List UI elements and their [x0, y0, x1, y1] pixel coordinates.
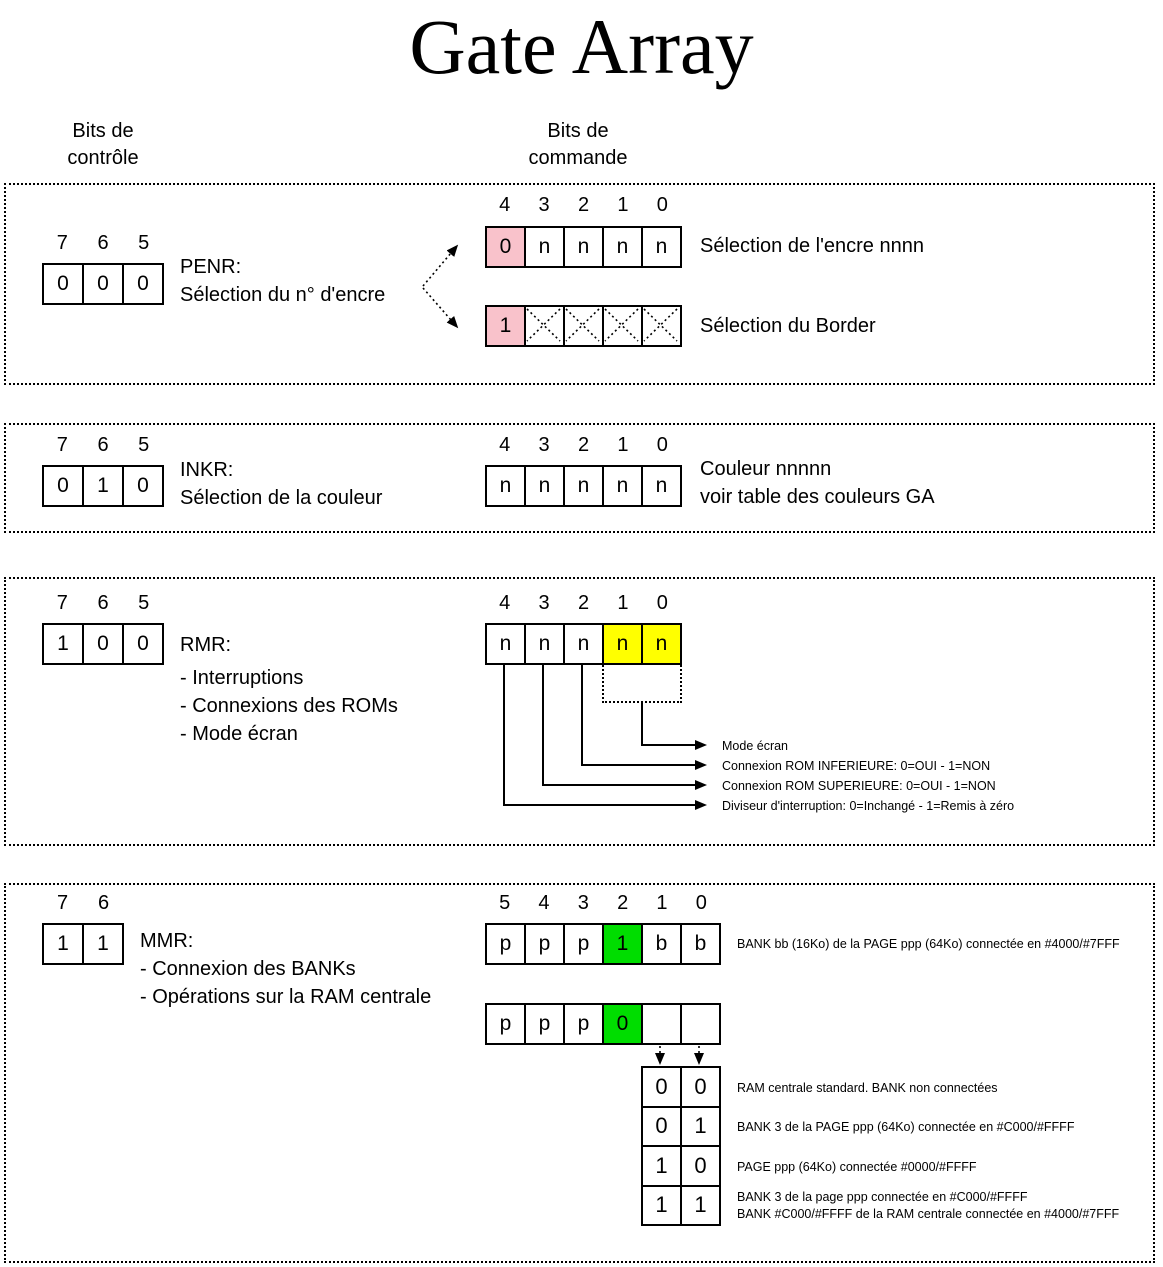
rmr-control-register: 1 0 0	[42, 623, 164, 665]
mmr-bank-label: BANK bb (16Ko) de la PAGE ppp (64Ko) con…	[737, 937, 1120, 951]
rmr-mode-group-box	[602, 665, 682, 703]
penr-command-bit-numbers: 4 3 2 1 0	[499, 194, 668, 216]
penr-control-bit-numbers: 7 6 5	[56, 232, 150, 254]
inkr-register-label: INKR: Sélection de la couleur	[180, 459, 383, 509]
inkr-colour-label: Couleur nnnnn voir table des couleurs GA	[700, 458, 935, 508]
table-row: 0 0	[643, 1068, 719, 1106]
penr-ink-register: 0 n n n n	[485, 226, 682, 268]
rmr-command-bit-numbers: 4 3 2 1 0	[499, 592, 668, 614]
inkr-control-bit-numbers: 7 6 5	[56, 434, 150, 456]
penr-border-register: 1	[485, 305, 682, 347]
rmr-arrow-label-rom-sup: Connexion ROM SUPERIEURE: 0=OUI - 1=NON	[722, 779, 996, 793]
mmr-control-bit-numbers: 7 6	[56, 892, 110, 914]
mmr-table-label-00: RAM centrale standard. BANK non connecté…	[737, 1081, 998, 1095]
inkr-command-bit-numbers: 4 3 2 1 0	[499, 434, 668, 456]
rmr-arrow-label-mode: Mode écran	[722, 739, 789, 753]
penr-border-label: Sélection du Border	[700, 315, 876, 337]
x-cell	[563, 307, 602, 345]
rmr-arrow-label-interrupt: Diviseur d'interruption: 0=Inchangé - 1=…	[722, 799, 1015, 813]
table-row: 1 1	[643, 1184, 719, 1224]
mmr-register-name: MMR:	[140, 930, 194, 952]
rmr-bullets: - Interruptions - Connexions des ROMs - …	[180, 667, 398, 745]
rmr-control-bit-numbers: 7 6 5	[56, 592, 150, 614]
penr-ink-label: Sélection de l'encre nnnn	[700, 235, 924, 257]
penr-register-label: PENR: Sélection du n° d'encre	[180, 256, 386, 306]
mmr-table-label-11: BANK 3 de la page ppp connectée en #C000…	[737, 1190, 1120, 1221]
header-bits-controle: Bits de contrôle	[67, 120, 139, 169]
section-frame-inkr	[4, 423, 1155, 533]
header-bits-commande: Bits de commande	[528, 120, 628, 169]
x-cell	[641, 307, 680, 345]
mmr-bb-table: 0 0 0 1 1 0 1 1	[641, 1066, 721, 1226]
mmr-table-label-01: BANK 3 de la PAGE ppp (64Ko) connectée e…	[737, 1120, 1075, 1134]
mmr-command-bit-numbers: 5 4 3 2 1 0	[499, 892, 707, 914]
table-row: 1 0	[643, 1145, 719, 1185]
section-frame-mmr	[4, 883, 1155, 1263]
inkr-control-register: 0 1 0	[42, 465, 164, 507]
mmr-bullets: - Connexion des BANKs - Opérations sur l…	[140, 958, 432, 1008]
inkr-command-register: n n n n n	[485, 465, 682, 507]
table-row: 0 1	[643, 1105, 719, 1145]
section-frame-rmr	[4, 577, 1155, 846]
page-title: Gate Array	[409, 3, 754, 90]
x-cell	[524, 307, 563, 345]
section-frame-penr	[4, 183, 1155, 385]
mmr-table-label-10: PAGE ppp (64Ko) connectée #0000/#FFFF	[737, 1160, 977, 1174]
rmr-register-name: RMR:	[180, 634, 232, 656]
rmr-command-register: n n n n n	[485, 623, 682, 665]
mmr-bank-register: p p p 1 b b	[485, 923, 721, 965]
mmr-ram-register: p p p 0	[485, 1003, 721, 1045]
rmr-arrow-label-rom-inf: Connexion ROM INFERIEURE: 0=OUI - 1=NON	[722, 759, 991, 773]
x-cell	[602, 307, 641, 345]
penr-control-register: 0 0 0	[42, 263, 164, 305]
mmr-control-register: 1 1	[42, 923, 124, 965]
